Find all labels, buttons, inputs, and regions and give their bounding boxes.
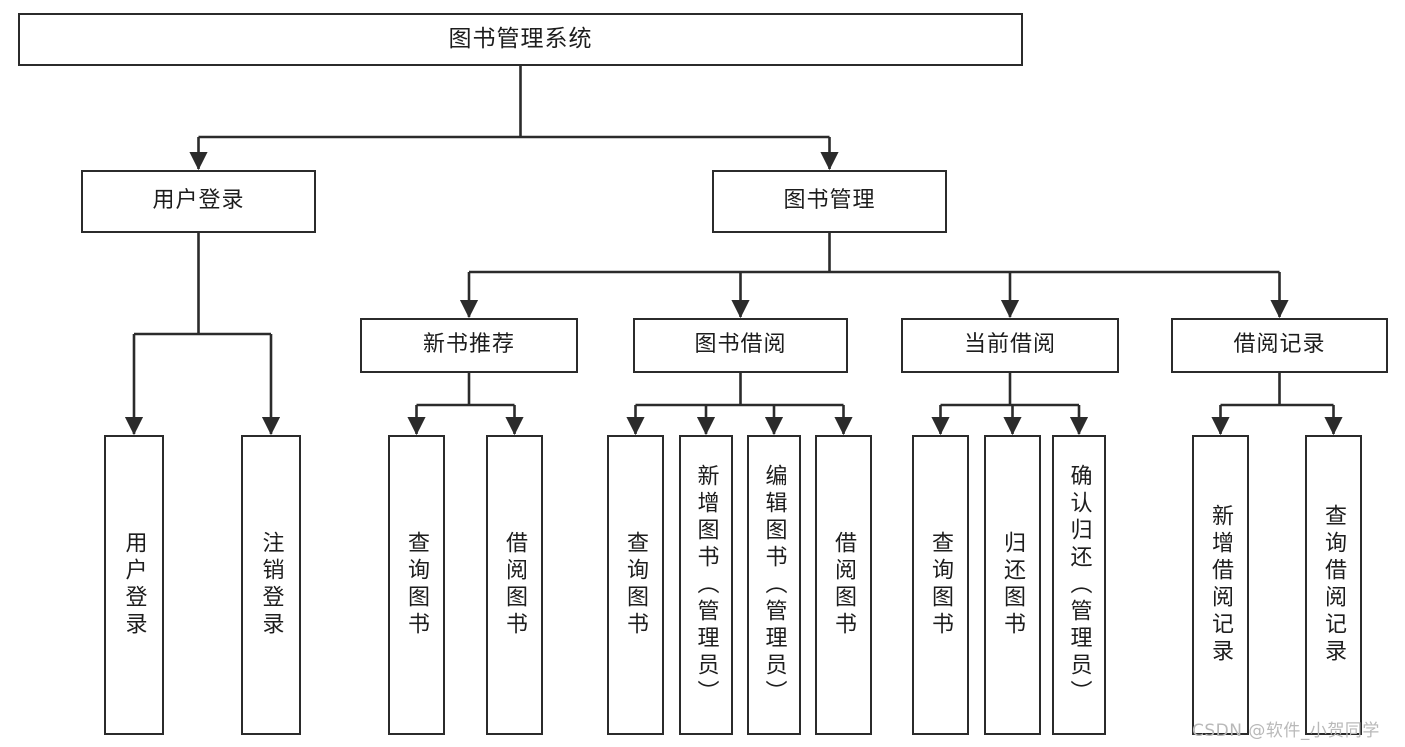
node-label: 图书借阅	[694, 332, 787, 358]
node-leaf-logout: 注销登录	[241, 435, 301, 735]
node-label: 查询借阅记录	[1321, 504, 1347, 666]
node-label: 借阅记录	[1233, 332, 1326, 358]
node-current-borrow: 当前借阅	[901, 318, 1119, 373]
node-label: 确认归还（管理员）	[1066, 463, 1092, 707]
node-label: 图书管理	[783, 188, 876, 214]
node-leaf-query-book-2: 查询图书	[607, 435, 664, 735]
node-label: 借阅图书	[831, 531, 857, 639]
node-leaf-query-book-3: 查询图书	[912, 435, 969, 735]
node-label: 新增图书（管理员）	[693, 463, 719, 707]
node-leaf-borrow-book-1: 借阅图书	[486, 435, 543, 735]
node-label: 当前借阅	[963, 332, 1056, 358]
node-label: 新书推荐	[422, 332, 515, 358]
node-label: 图书管理系统	[448, 25, 593, 52]
node-borrow-record: 借阅记录	[1171, 318, 1388, 373]
edge-group	[124, 66, 1343, 436]
node-label: 查询图书	[404, 531, 430, 639]
node-book-manage: 图书管理	[712, 170, 947, 233]
node-label: 编辑图书（管理员）	[761, 463, 787, 707]
node-leaf-user-login: 用户登录	[104, 435, 164, 735]
node-label: 归还图书	[1000, 531, 1026, 639]
node-label: 新增借阅记录	[1208, 504, 1234, 666]
watermark: CSDN @软件_小贺同学	[1192, 721, 1380, 741]
node-leaf-edit-book-admin: 编辑图书（管理员）	[747, 435, 801, 735]
node-leaf-add-borrow-record: 新增借阅记录	[1192, 435, 1249, 735]
node-label: 查询图书	[623, 531, 649, 639]
node-leaf-add-book-admin: 新增图书（管理员）	[679, 435, 733, 735]
node-label: 查询图书	[928, 531, 954, 639]
node-new-book-rec: 新书推荐	[360, 318, 578, 373]
node-leaf-query-borrow-record: 查询借阅记录	[1305, 435, 1362, 735]
node-root: 图书管理系统	[18, 13, 1023, 66]
node-leaf-borrow-book-2: 借阅图书	[815, 435, 872, 735]
node-label: 用户登录	[121, 531, 147, 639]
node-label: 借阅图书	[502, 531, 528, 639]
node-leaf-query-book-1: 查询图书	[388, 435, 445, 735]
node-leaf-return-book: 归还图书	[984, 435, 1041, 735]
node-label: 注销登录	[258, 531, 284, 639]
node-user-login: 用户登录	[81, 170, 316, 233]
node-book-borrow: 图书借阅	[633, 318, 848, 373]
node-label: 用户登录	[152, 188, 245, 214]
node-leaf-confirm-return-admin: 确认归还（管理员）	[1052, 435, 1106, 735]
